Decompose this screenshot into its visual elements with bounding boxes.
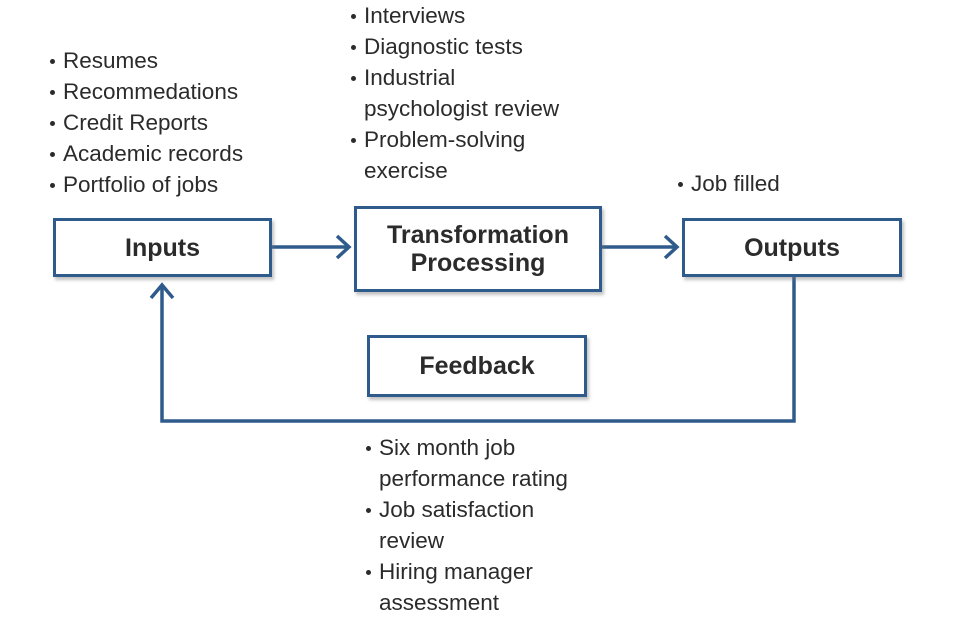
list-item: Job filled: [678, 168, 780, 199]
transformation-processing-box: Transformation Processing: [354, 206, 602, 292]
feedback-label-line: Feedback: [419, 352, 535, 380]
transformation-processing-label: Transformation Processing: [387, 221, 569, 277]
list-item-line: Diagnostic tests: [364, 34, 523, 59]
inputs-box: Inputs: [53, 218, 272, 277]
list-item: Portfolio of jobs: [50, 169, 243, 200]
outputs-bullet-list: Job filled: [678, 168, 780, 199]
list-item-line: Industrial: [364, 65, 456, 90]
feedback-box: Feedback: [367, 335, 587, 397]
transformation-label-line-1: Transformation: [387, 221, 569, 249]
list-item: Problem-solving exercise: [351, 124, 559, 186]
list-item: Six month job performance rating: [366, 432, 568, 494]
list-item: Industrial psychologist review: [351, 62, 559, 124]
feedback-label: Feedback: [419, 352, 534, 380]
list-item-line: Recommedations: [63, 79, 239, 104]
list-item-line: assessment: [379, 590, 500, 615]
feedback-bullet-list: Six month job performance rating Job sat…: [366, 432, 568, 618]
inputs-label-line: Inputs: [125, 233, 200, 262]
list-item: Hiring manager assessment: [366, 556, 568, 618]
inputs-bullet-list: Resumes Recommedations Credit Reports Ac…: [50, 45, 243, 200]
list-item-line: Hiring manager: [379, 559, 533, 584]
list-item-line: Portfolio of jobs: [63, 172, 219, 197]
arrowhead-inputs-to-transformation: [335, 234, 352, 260]
list-item: Diagnostic tests: [351, 31, 559, 62]
list-item: Resumes: [50, 45, 243, 76]
list-item-line: review: [379, 528, 445, 553]
transformation-label-line-2: Processing: [410, 249, 546, 277]
list-item-line: Job satisfaction: [379, 497, 535, 522]
list-item: Academic records: [50, 138, 243, 169]
list-item-line: Resumes: [63, 48, 159, 73]
list-item-line: Academic records: [63, 141, 244, 166]
inputs-label: Inputs: [125, 234, 200, 262]
list-item-line: Interviews: [364, 3, 466, 28]
outputs-box: Outputs: [682, 218, 902, 277]
list-item: Job satisfaction review: [366, 494, 568, 556]
list-item: Recommedations: [50, 76, 243, 107]
list-item-line: Problem-solving: [364, 127, 526, 152]
list-item: Credit Reports: [50, 107, 243, 138]
list-item-line: performance rating: [379, 466, 568, 491]
arrowhead-transformation-to-outputs: [663, 234, 680, 260]
list-item: Interviews: [351, 0, 559, 31]
outputs-label-line: Outputs: [744, 233, 840, 262]
arrowhead-feedback-to-inputs: [149, 282, 175, 300]
list-item-line: exercise: [364, 158, 448, 183]
list-item-line: Credit Reports: [63, 110, 209, 135]
feedback-loop-line: [160, 277, 796, 423]
list-item-line: Job filled: [691, 171, 780, 196]
outputs-label: Outputs: [744, 234, 840, 262]
list-item-line: psychologist review: [364, 96, 560, 121]
transformation-bullet-list: Interviews Diagnostic tests Industrial p…: [351, 0, 559, 186]
list-item-line: Six month job: [379, 435, 516, 460]
